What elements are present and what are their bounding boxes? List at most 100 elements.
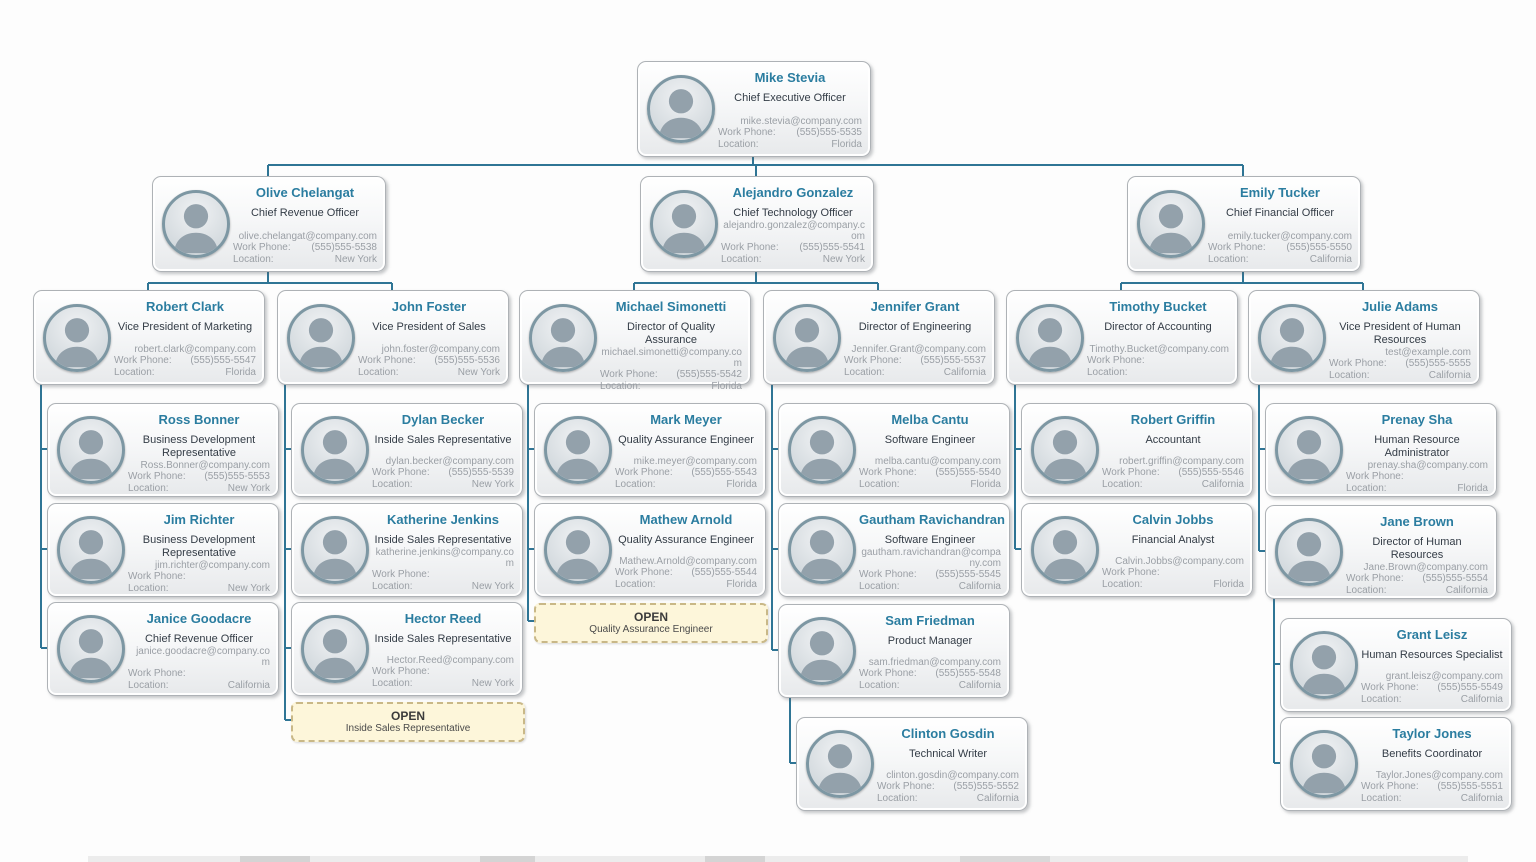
work-phone-label: Work Phone: (128, 571, 186, 582)
work-phone-label: Work Phone: (233, 242, 291, 253)
person-name: Robert Griffin (1130, 412, 1216, 427)
person-email: jim.richter@company.com (155, 560, 270, 571)
person-phone: (555)555-5551 (1437, 781, 1503, 792)
person-email: clinton.gosdin@company.com (886, 770, 1019, 781)
person-phone: (555)555-5541 (799, 242, 865, 253)
work-phone-label: Work Phone: (1329, 358, 1387, 369)
person-email: emily.tucker@company.com (1227, 231, 1352, 242)
bottom-edge-strip-segment (705, 856, 765, 862)
person-title: Vice President of Human Resources (1339, 321, 1461, 346)
avatar (788, 416, 856, 484)
open-position-card-inside-sales[interactable]: OPEN Inside Sales Representative (291, 702, 525, 742)
person-name: Melba Cantu (891, 412, 969, 427)
person-email: Jennifer.Grant@company.com (851, 344, 986, 355)
person-title: Accountant (1145, 434, 1201, 446)
person-name: Dylan Becker (401, 412, 485, 427)
person-name: Hector Reed (404, 611, 482, 626)
avatar (43, 303, 111, 372)
person-email: Ross.Bonner@company.com (140, 460, 270, 471)
work-phone-label: Work Phone: (615, 467, 673, 478)
avatar (1031, 416, 1099, 484)
work-phone-label: Work Phone: (1361, 682, 1419, 693)
avatar (57, 416, 125, 484)
person-phone: (555)555-5549 (1437, 682, 1503, 693)
person-title: Director of Quality Assurance (626, 321, 716, 346)
person-location: New York (334, 254, 377, 265)
location-label: Location: (1346, 483, 1387, 494)
person-name: Alejandro Gonzalez (732, 185, 854, 200)
person-name: Gautham Ravichandran (859, 512, 1005, 527)
person-phone: (555)555-5555 (1405, 358, 1471, 369)
avatar (1258, 303, 1326, 372)
person-email: prenay.sha@company.com (1367, 460, 1488, 471)
work-phone-label: Work Phone: (372, 467, 430, 478)
location-label: Location: (859, 581, 900, 592)
person-phone: (555)555-5546 (1178, 467, 1244, 478)
person-name: John Foster (391, 299, 467, 314)
person-email: Mathew.Arnold@company.com (619, 556, 757, 567)
person-name: Emily Tucker (1240, 185, 1320, 200)
person-title: Business Development Representative (142, 534, 256, 559)
person-phone: (555)555-5550 (1286, 242, 1352, 253)
avatar (647, 75, 715, 143)
person-name: Calvin Jobbs (1132, 512, 1214, 527)
person-title: Business Development Representative (142, 434, 256, 459)
person-title: Human Resources Specialist (1361, 649, 1503, 661)
avatar (1290, 631, 1358, 699)
person-location: New York (227, 583, 270, 594)
work-phone-label: Work Phone: (615, 567, 673, 578)
work-phone-label: Work Phone: (128, 471, 186, 482)
person-name: Robert Clark (145, 299, 225, 314)
open-position-card-quality-assurance[interactable]: OPEN Quality Assurance Engineer (534, 603, 768, 643)
location-label: Location: (721, 254, 762, 265)
location-label: Location: (128, 583, 169, 594)
location-label: Location: (600, 381, 641, 392)
person-email: mike.stevia@company.com (740, 116, 862, 127)
bottom-edge-strip (88, 856, 1468, 862)
person-phone: (555)555-5544 (691, 567, 757, 578)
avatar (301, 615, 369, 683)
person-name: Jane Brown (1380, 514, 1454, 529)
person-phone: (555)555-5552 (953, 781, 1019, 792)
person-title: Product Manager (887, 635, 973, 647)
person-location: New York (471, 581, 514, 592)
person-email: dylan.becker@company.com (385, 456, 514, 467)
avatar (1016, 303, 1084, 372)
location-label: Location: (1329, 370, 1370, 381)
work-phone-label: Work Phone: (372, 666, 430, 677)
person-email: janice.goodacre@company.com (136, 646, 270, 668)
person-title: Vice President of Sales (372, 321, 486, 333)
person-location: New York (471, 479, 514, 490)
person-email: katherine.jenkins@company.com (375, 547, 514, 569)
avatar (650, 190, 718, 258)
person-email: Jane.Brown@company.com (1363, 562, 1488, 573)
